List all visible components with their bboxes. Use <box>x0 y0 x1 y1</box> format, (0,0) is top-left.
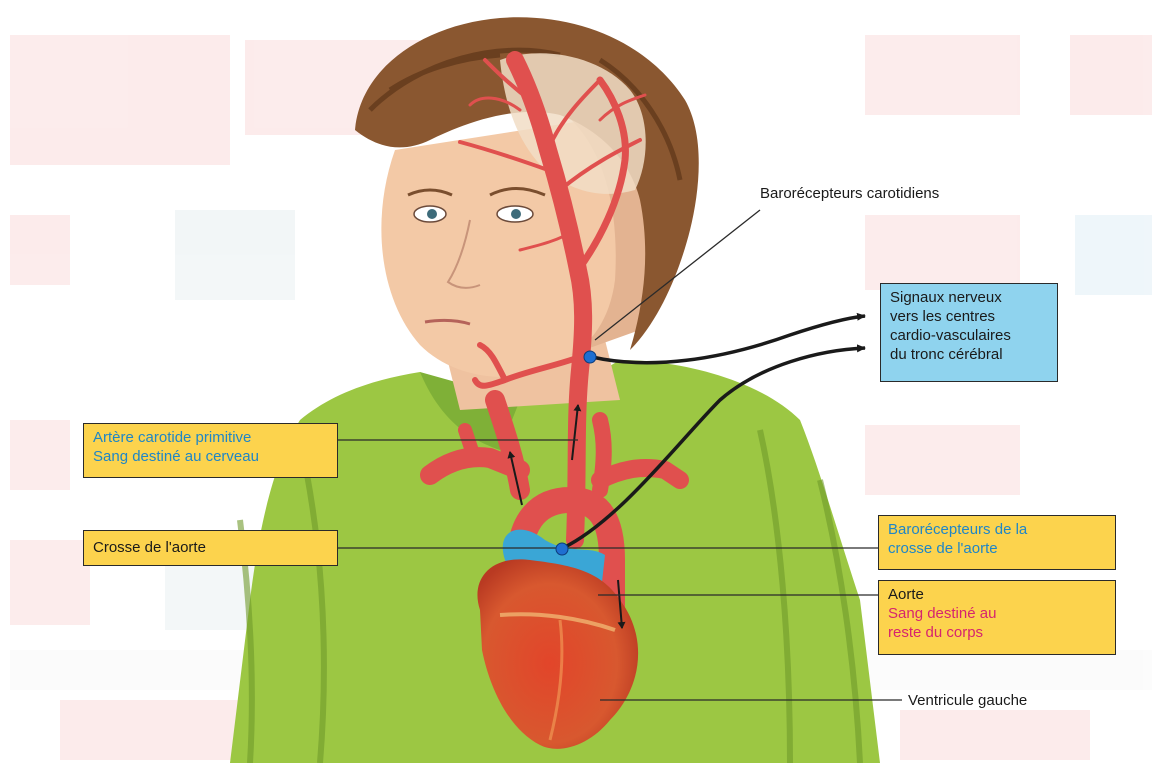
nerve-signals-line-1: Signaux nerveux <box>890 288 1048 307</box>
aortic-arch-box: Crosse de l'aorte <box>83 530 338 566</box>
aortic-arch-text: Crosse de l'aorte <box>93 535 328 561</box>
nerve-signals-box: Signaux nerveux vers les centres cardio-… <box>880 283 1058 382</box>
nerve-signals-line-4: du tronc cérébral <box>890 345 1048 364</box>
nerve-signals-line-3: cardio-vasculaires <box>890 326 1048 345</box>
aorta-line-2: Sang destiné au <box>888 604 1106 623</box>
common-carotid-line-1: Artère carotide primitive <box>93 428 328 447</box>
aorta-line-3: reste du corps <box>888 623 1106 642</box>
left-ventricle-label: Ventricule gauche <box>908 692 1027 709</box>
aortic-baroreceptors-line-2: crosse de l'aorte <box>888 539 1106 558</box>
aortic-baroreceptors-box: Barorécepteurs de la crosse de l'aorte <box>878 515 1116 570</box>
aorta-title: Aorte <box>888 585 1106 604</box>
nerve-signals-line-2: vers les centres <box>890 307 1048 326</box>
aortic-baroreceptors-line-1: Barorécepteurs de la <box>888 520 1106 539</box>
aorta-box: Aorte Sang destiné au reste du corps <box>878 580 1116 655</box>
carotid-baroreceptors-label: Barorécepteurs carotidiens <box>760 185 939 202</box>
receptor-dot-icon <box>556 543 568 555</box>
receptor-dot-icon <box>584 351 596 363</box>
common-carotid-box: Artère carotide primitive Sang destiné a… <box>83 423 338 478</box>
common-carotid-line-2: Sang destiné au cerveau <box>93 447 328 466</box>
